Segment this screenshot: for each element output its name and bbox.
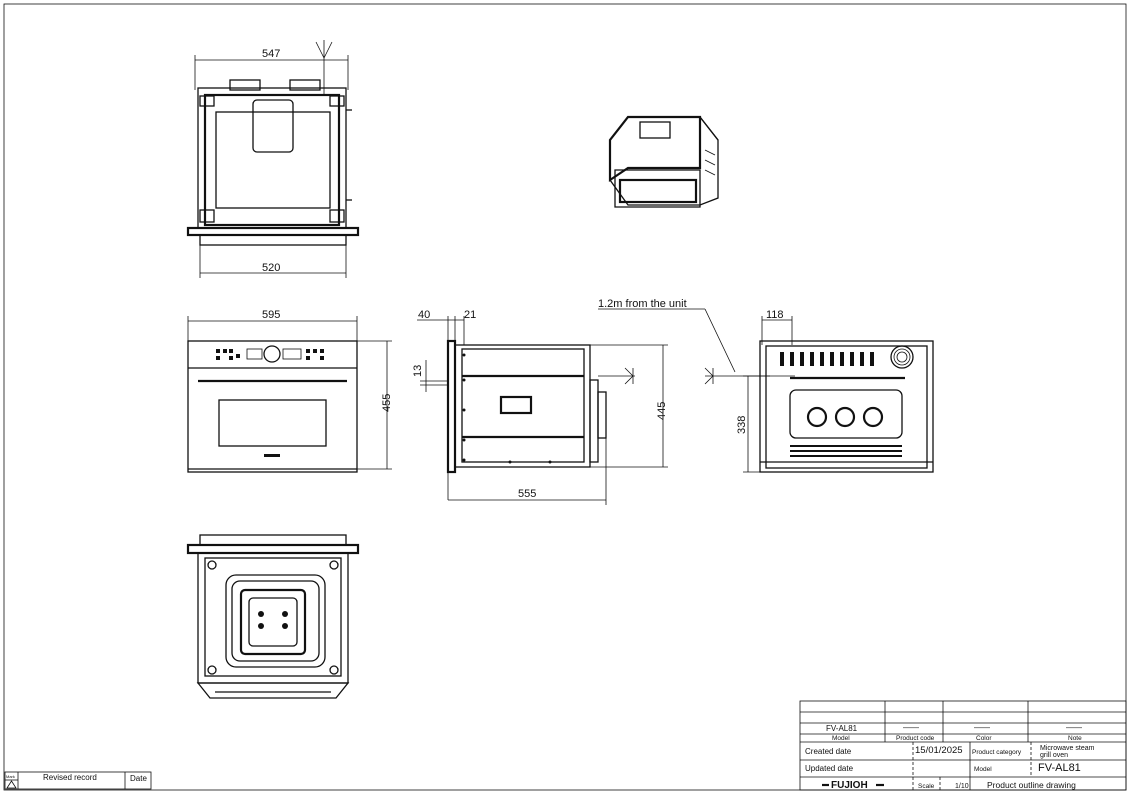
- tb-product-category-label: Product category: [972, 749, 1022, 756]
- tb-product-code-value: ——: [903, 723, 919, 732]
- tb-note-label: Note: [1068, 735, 1082, 742]
- cable-note-text: 1.2m from the unit: [598, 298, 687, 310]
- tb-model-label-2: Model: [974, 766, 992, 773]
- dim-side-depth: 555: [518, 488, 536, 500]
- revision-date-label: Date: [130, 774, 147, 783]
- tb-created-date-value: 15/01/2025: [915, 745, 963, 756]
- tb-note-value: ——: [1066, 723, 1082, 732]
- dim-top-width: 547: [262, 48, 280, 60]
- title-block: FV-AL81 —— —— —— Model Product code Colo…: [799, 700, 1127, 791]
- tb-color-value: ——: [974, 723, 990, 732]
- dim-back-height: 338: [736, 416, 748, 434]
- tb-scale-label: Scale: [918, 783, 935, 790]
- dim-side-21: 21: [464, 309, 476, 321]
- revision-record-label: Revised record: [43, 773, 97, 782]
- tb-product-category-value-1: Microwave steam: [1040, 745, 1095, 752]
- tb-scale-value: 1/10: [955, 783, 969, 790]
- sheet-border: [3, 3, 1127, 791]
- side-view: 40 21 13 445 555: [412, 309, 668, 505]
- dim-back-118: 118: [766, 309, 784, 321]
- top-view: 547 520: [186, 40, 360, 278]
- revision-mark-label: Mark: [6, 774, 15, 779]
- tb-product-code-label: Product code: [896, 735, 935, 742]
- brand-logo: FUJIOH: [831, 780, 868, 791]
- cable-note: 1.2m from the unit: [598, 298, 736, 373]
- dim-front-width: 595: [262, 309, 280, 321]
- front-view: 595 455: [187, 309, 393, 473]
- tb-updated-date-label: Updated date: [805, 764, 854, 773]
- bottom-view: [186, 534, 360, 699]
- tb-model-label: Model: [832, 735, 850, 742]
- tb-drawing-title: Product outline drawing: [987, 780, 1076, 790]
- tb-model-value: FV-AL81: [826, 724, 858, 733]
- revision-block: Mark Revised record Date: [4, 771, 152, 790]
- dim-top-inner-width: 520: [262, 262, 280, 274]
- dim-side-height: 445: [656, 402, 668, 420]
- isometric-view: [608, 115, 719, 208]
- tb-color-label: Color: [976, 735, 992, 742]
- tb-model-value-2: FV-AL81: [1038, 762, 1081, 774]
- tb-product-category-value-2: grill oven: [1040, 752, 1068, 759]
- dim-side-13: 13: [412, 365, 424, 377]
- tb-created-date-label: Created date: [805, 747, 852, 756]
- back-view: 118 338: [704, 309, 934, 473]
- dim-side-40: 40: [418, 309, 430, 321]
- dim-front-height: 455: [381, 394, 393, 412]
